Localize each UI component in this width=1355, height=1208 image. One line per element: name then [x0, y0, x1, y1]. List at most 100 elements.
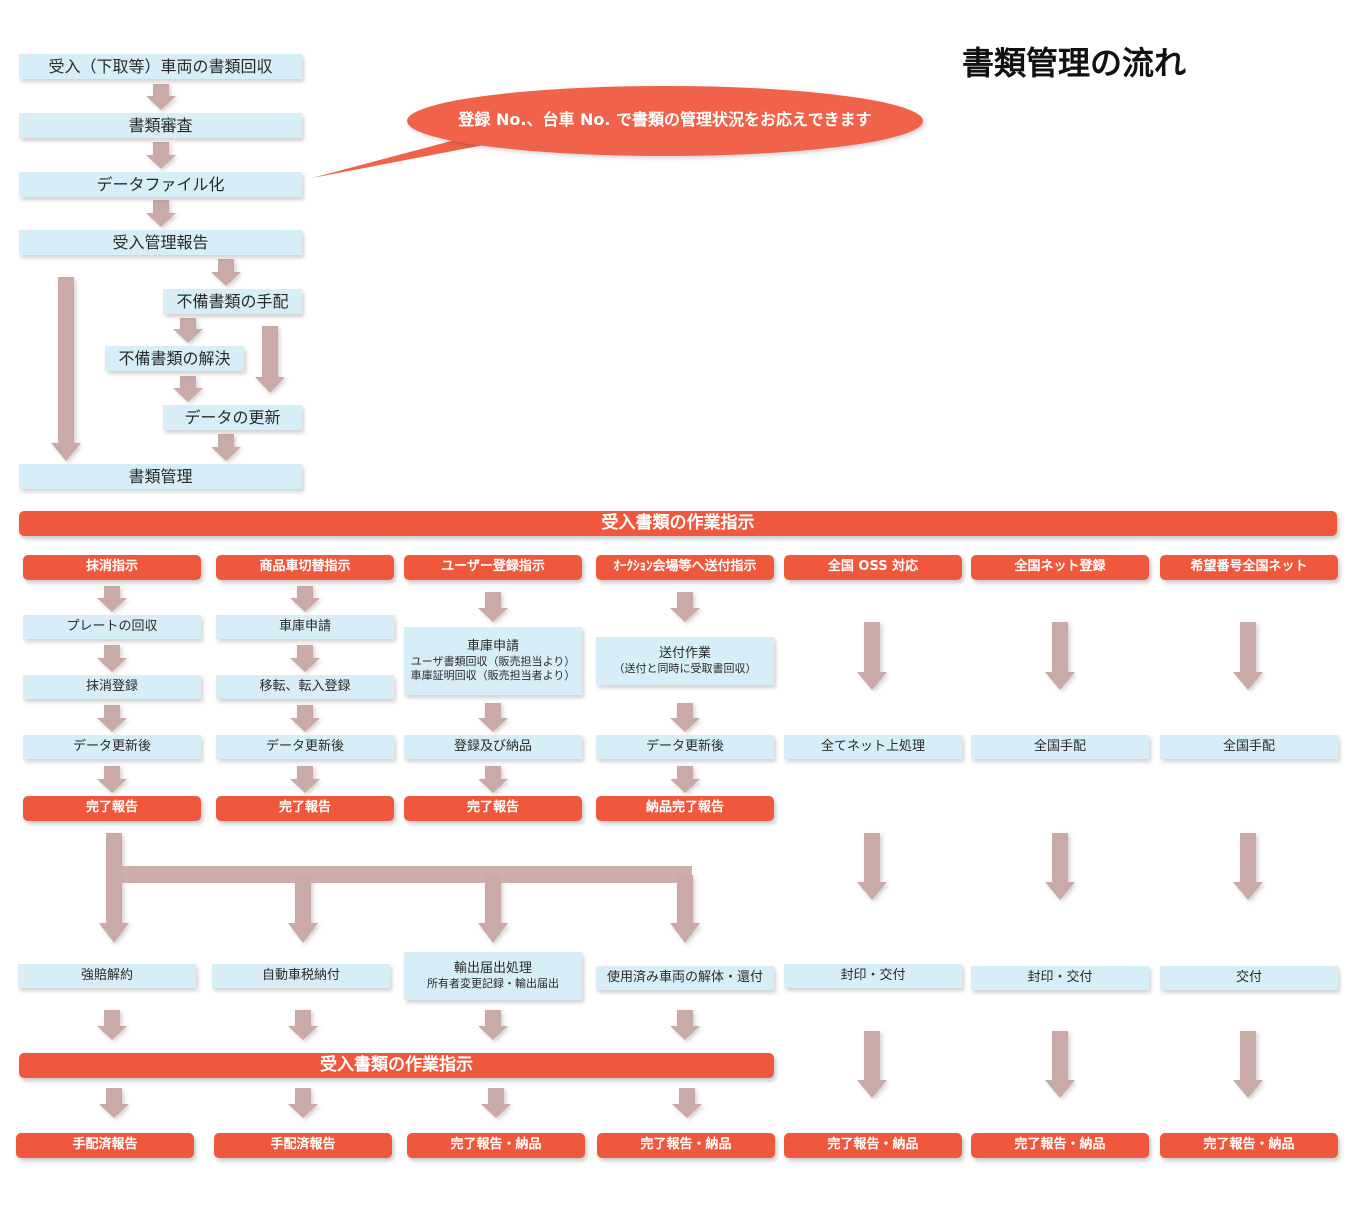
step-doc-management: 書類管理: [19, 464, 302, 489]
down-arrow: [146, 84, 176, 110]
down-arrow: [670, 766, 700, 793]
step-update-data: データの更新: [163, 405, 302, 430]
down-arrow: [478, 703, 508, 732]
step-intake-report: 受入管理報告: [19, 230, 302, 255]
down-arrow: [857, 833, 887, 900]
down-arrow: [670, 592, 700, 622]
col4-final-report: 完了報告・納品: [597, 1133, 775, 1158]
down-arrow: [478, 592, 508, 622]
col5-seal-delivery: 封印・交付: [784, 964, 962, 988]
header-oss: 全国 OSS 対応: [784, 555, 962, 580]
step-collect-docs: 受入（下取等）車両の書類回収: [19, 54, 302, 79]
col4-dismantle-refund: 使用済み車両の解体・還付: [596, 966, 774, 990]
down-arrow: [481, 1088, 511, 1118]
page-title: 書類管理の流れ: [962, 44, 1187, 82]
col3-garage-title: 車庫申請: [466, 639, 519, 655]
down-arrow: [97, 705, 127, 732]
down-arrow: [211, 434, 241, 461]
header-national-net: 全国ネット登録: [971, 555, 1149, 580]
col6-national-arrangement: 全国手配: [971, 735, 1149, 759]
down-arrow: [670, 703, 700, 732]
down-arrow: [1233, 833, 1263, 900]
col1-deregistration: 抹消登録: [23, 675, 201, 699]
col1-plate-collection: プレートの回収: [23, 615, 201, 639]
down-arrow: [288, 1010, 318, 1040]
header-auction-shipping: ｵｰｸｼｮﾝ会場等へ送付指示: [596, 555, 774, 580]
col2-auto-tax-payment: 自動車税納付: [212, 964, 390, 988]
col3-export-sub: 所有者変更記録・輸出届出: [427, 977, 559, 991]
callout-text: 登録 No.、台車 No. で書類の管理状況をお応えできます: [458, 110, 872, 129]
col7-final-report: 完了報告・納品: [1160, 1133, 1338, 1158]
down-arrow: [146, 200, 176, 227]
down-arrow: [290, 766, 320, 793]
down-arrow: [478, 875, 508, 943]
down-arrow: [97, 586, 127, 612]
col3-export-notification: 輸出届出処理 所有者変更記録・輸出届出: [404, 952, 582, 1000]
step-doc-review: 書類審査: [19, 113, 302, 138]
down-arrow: [1233, 1031, 1263, 1098]
col1-after-update: データ更新後: [23, 735, 201, 759]
down-arrow: [146, 142, 176, 169]
col1-completion-report: 完了報告: [23, 796, 201, 821]
down-arrow: [99, 833, 129, 943]
col3-registration-delivery: 登録及び納品: [404, 735, 582, 759]
down-arrow: [478, 1010, 508, 1040]
header-deregistration: 抹消指示: [23, 555, 201, 580]
down-arrow: [173, 318, 203, 343]
col6-seal-delivery: 封印・交付: [971, 966, 1149, 990]
down-arrow: [857, 622, 887, 690]
col3-completion-report: 完了報告: [404, 796, 582, 821]
down-arrow: [1233, 622, 1263, 690]
col3-garage-sub1: ユーザ書類回収（販売担当より）: [410, 655, 576, 669]
down-arrow: [290, 705, 320, 732]
col7-national-arrangement: 全国手配: [1160, 735, 1338, 759]
col4-shipping-sub: （送付と同時に受取書回収）: [613, 662, 757, 676]
down-arrow: [255, 326, 285, 393]
header-user-registration: ユーザー登録指示: [404, 555, 582, 580]
col4-shipping-work: 送付作業 （送付と同時に受取書回収）: [596, 637, 774, 685]
down-arrow: [99, 1088, 129, 1118]
down-arrow: [288, 1088, 318, 1118]
col4-shipping-title: 送付作業: [658, 646, 711, 661]
col4-after-update: データ更新後: [596, 735, 774, 759]
down-arrow: [672, 1088, 702, 1118]
down-arrow: [290, 645, 320, 672]
work-instruction-banner: 受入書類の作業指示: [19, 511, 1337, 536]
step-resolve-missing: 不備書類の解決: [105, 346, 244, 371]
header-stock-switch: 商品車切替指示: [216, 555, 394, 580]
header-desired-number: 希望番号全国ネット: [1160, 555, 1338, 580]
col5-online-processing: 全てネット上処理: [784, 735, 962, 759]
col3-garage-sub2: 車庫証明回収（販売担当者より）: [410, 669, 576, 683]
col2-after-update: データ更新後: [216, 735, 394, 759]
down-arrow: [290, 586, 320, 612]
connector-bar: [112, 866, 692, 883]
down-arrow: [288, 875, 318, 943]
step-arrange-missing: 不備書類の手配: [163, 289, 302, 314]
down-arrow: [97, 645, 127, 672]
col2-transfer-registration: 移転、転入登録: [216, 675, 394, 699]
down-arrow: [1045, 1031, 1075, 1098]
col3-garage-application: 車庫申請 ユーザ書類回収（販売担当より） 車庫証明回収（販売担当者より）: [404, 627, 582, 695]
down-arrow: [51, 277, 81, 461]
work-instruction-banner-2: 受入書類の作業指示: [19, 1053, 774, 1078]
col1-arranged-report: 手配済報告: [16, 1133, 194, 1158]
down-arrow: [1045, 833, 1075, 900]
col3-export-title: 輸出届出処理: [453, 961, 532, 976]
col4-delivery-report: 納品完了報告: [596, 796, 774, 821]
callout-bubble: [312, 86, 923, 178]
down-arrow: [97, 766, 127, 793]
col2-garage-application: 車庫申請: [216, 615, 394, 639]
col6-final-report: 完了報告・納品: [971, 1133, 1149, 1158]
down-arrow: [478, 766, 508, 793]
col2-completion-report: 完了報告: [216, 796, 394, 821]
col1-insurance-cancel: 強賠解約: [18, 964, 196, 988]
col7-delivery: 交付: [1160, 966, 1338, 990]
col2-arranged-report: 手配済報告: [214, 1133, 392, 1158]
down-arrow: [1045, 622, 1075, 690]
down-arrow: [857, 1031, 887, 1098]
down-arrow: [97, 1010, 127, 1040]
down-arrow: [670, 875, 700, 943]
down-arrow: [211, 259, 241, 286]
col5-final-report: 完了報告・納品: [784, 1133, 962, 1158]
down-arrow: [173, 376, 203, 402]
